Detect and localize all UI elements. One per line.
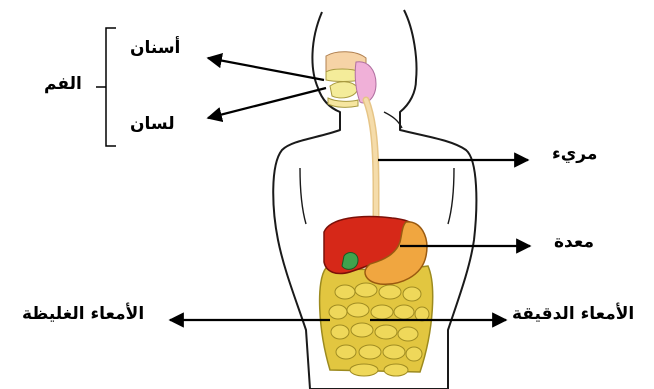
label-small-intestine: الأمعاء الدقيقة bbox=[512, 304, 634, 324]
gallbladder-shape bbox=[342, 253, 358, 270]
teeth-arrow bbox=[208, 58, 324, 80]
label-mouth: الفم bbox=[44, 74, 82, 94]
tongue-arrow bbox=[208, 88, 326, 118]
label-esophagus: مريء bbox=[552, 144, 597, 164]
label-teeth: أسنان bbox=[130, 38, 180, 58]
label-stomach: معدة bbox=[554, 232, 594, 252]
mouth-bracket bbox=[96, 28, 116, 146]
label-large-intestine: الأمعاء الغليظة bbox=[22, 304, 144, 324]
label-tongue: لسان bbox=[130, 114, 175, 134]
